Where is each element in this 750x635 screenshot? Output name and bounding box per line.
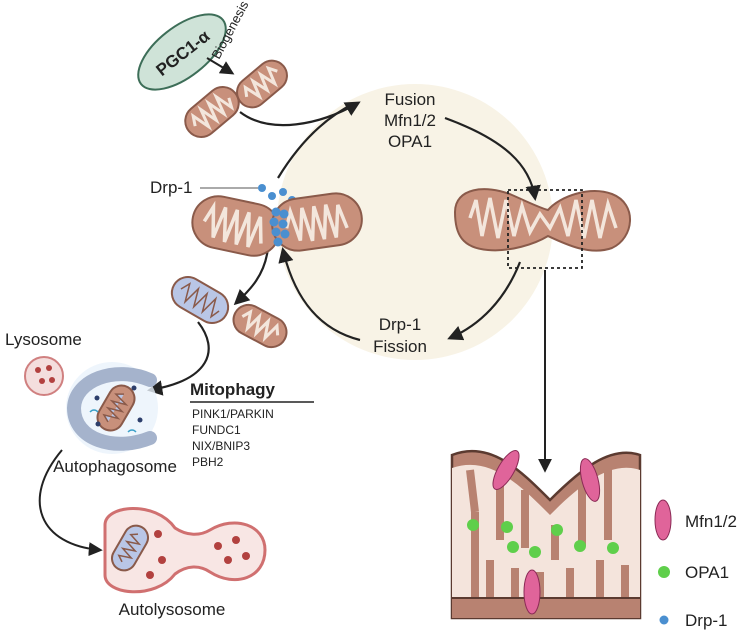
legend-label: OPA1 [685, 563, 729, 582]
legend-drp1-swatch [659, 615, 669, 625]
to-autolysosome-arrow [38, 449, 103, 557]
fusion-opa-label: OPA1 [388, 132, 432, 151]
mitophagy-item: PBH2 [192, 455, 224, 469]
legend-opa1-swatch [658, 566, 670, 578]
pgc1a-node: PGC1-α [137, 13, 227, 91]
opa1-protein [467, 519, 479, 531]
mfn-protein [579, 458, 601, 502]
fusion-title: Fusion [384, 90, 435, 109]
drp1-dot [279, 188, 287, 196]
lysosome-icon [24, 356, 64, 396]
cycle-background [277, 84, 553, 360]
opa1-protein [507, 541, 519, 553]
opa1-protein [551, 524, 563, 536]
biogenesis-line [206, 57, 235, 75]
autophagosome-icon [66, 362, 158, 454]
drp1-ring [269, 207, 290, 247]
legend-label: Mfn1/2 [685, 512, 737, 531]
mitochondrion-biogenesis-1 [184, 86, 240, 138]
mfn-protein [492, 450, 520, 490]
fission-arrow [447, 261, 522, 341]
mitophagy-title: Mitophagy [190, 380, 276, 399]
drp1-callout-label: Drp-1 [150, 178, 193, 197]
mitophagy-item: NIX/BNIP3 [192, 439, 250, 453]
autolysosome-icon [103, 507, 267, 594]
mitochondrion-fragment [232, 303, 288, 349]
drp1-dot [258, 184, 266, 192]
legend: Mfn1/2 OPA1 Drp-1 [654, 499, 737, 630]
to-fission-fragments-arrow [233, 247, 270, 306]
opa1-protein [607, 542, 619, 554]
mitophagy-item: PINK1/PARKIN [192, 407, 274, 421]
opa1-protein [501, 521, 513, 533]
fission-drp-label: Drp-1 [379, 315, 422, 334]
autolysosome-label: Autolysosome [119, 600, 226, 619]
mitophagy-item: FUNDC1 [192, 423, 241, 437]
zoomed-mitochondrion [450, 449, 642, 620]
dividing-mitochondrion [191, 192, 363, 257]
mitochondrion-damaged [170, 276, 230, 324]
mfn-protein [523, 569, 541, 615]
fusion-mfn-label: Mfn1/2 [384, 111, 436, 130]
legend-mfn-swatch [654, 499, 672, 541]
zoom-box [507, 189, 583, 269]
fusion-arrow [444, 116, 541, 202]
fused-mitochondrion [453, 188, 631, 252]
return-arrow-lower [278, 247, 361, 342]
biogenesis-arrow [239, 101, 361, 127]
opa1-protein [529, 546, 541, 558]
legend-label: Drp-1 [685, 611, 728, 630]
to-mitophagy-arrow [146, 321, 210, 396]
autophagosome-label: Autophagosome [53, 457, 177, 476]
fission-title: Fission [373, 337, 427, 356]
drp1-dot [268, 192, 276, 200]
return-arrow-upper [277, 102, 356, 179]
lysosome-label: Lysosome [5, 330, 82, 349]
opa1-protein [574, 540, 586, 552]
mitochondrion-biogenesis-2 [236, 59, 288, 109]
